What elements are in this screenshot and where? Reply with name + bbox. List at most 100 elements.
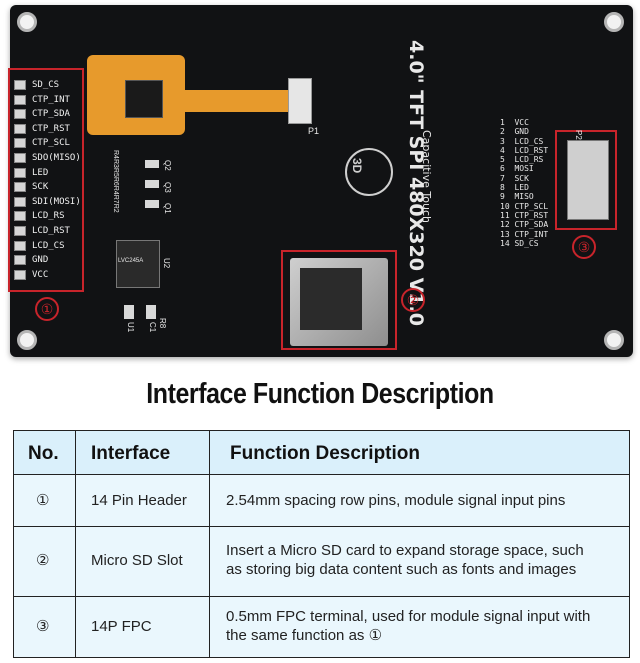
header-pin — [14, 255, 26, 266]
header-pin — [14, 196, 26, 207]
row-no: ③ — [36, 617, 50, 635]
u1-regulator — [124, 305, 134, 319]
pin-header-highlight — [8, 68, 84, 292]
q1-label: Q1 — [163, 203, 172, 214]
p1-connector — [288, 78, 312, 124]
row-description-line1: 0.5mm FPC terminal, used for module sign… — [226, 608, 591, 625]
mounting-hole-bottom-left — [17, 330, 37, 350]
transistor-q1 — [145, 200, 159, 208]
mounting-hole-bottom-right — [604, 330, 624, 350]
row-interface: 14 Pin Header — [91, 492, 187, 509]
callout-1: ① — [35, 297, 59, 321]
header-pin — [14, 269, 26, 280]
row-description-line2: as storing big data content such as font… — [226, 561, 577, 578]
fpc-pin-label: 7 SCK — [500, 173, 529, 183]
brand-logo — [345, 148, 393, 196]
fpc-pin-label: 14 SD_CS — [500, 238, 539, 248]
table-row: ② Micro SD Slot Insert a Micro SD card t… — [13, 527, 630, 597]
brand-logo-text: 3D — [350, 158, 364, 174]
header-interface: Interface — [91, 443, 171, 464]
board-title: 4.0" TFT SPI 480X320 V1.0 — [405, 40, 427, 326]
fpc-pin-label: 11 CTP_RST — [500, 210, 549, 220]
fpc-pin-label: 13 CTP_INT — [500, 229, 549, 239]
header-no: No. — [28, 443, 59, 464]
sd-slot-highlight — [281, 250, 397, 350]
header-pin-label: LED — [32, 167, 49, 178]
q3-label: Q3 — [163, 182, 172, 193]
header-pin-label: SDI(MOSI) — [32, 196, 81, 207]
header-pin-label: CTP_RST — [32, 123, 70, 134]
row-description-line1: Insert a Micro SD card to expand storage… — [226, 542, 584, 559]
touch-controller-chip — [125, 80, 163, 118]
mounting-hole-top-right — [604, 12, 624, 32]
u2-label: U2 — [162, 258, 171, 269]
fpc-pin-label: 8 LED — [500, 183, 529, 193]
callout-2: ② — [401, 288, 425, 312]
fpc-pin-label: 12 CTP_SDA — [500, 220, 549, 230]
touch-flex-tail — [180, 90, 288, 112]
header-pin-label: LCD_RST — [32, 226, 70, 236]
interface-table: No. Interface Function Description ① 14 … — [13, 430, 630, 658]
fpc-pin-label: 5 LCD_RS — [500, 155, 544, 165]
c1-label: C1 — [148, 322, 157, 333]
u2-buffer-chip — [116, 240, 160, 288]
row-description-line2: the same function as ① — [226, 627, 383, 644]
row-interface: Micro SD Slot — [91, 552, 183, 569]
capacitor-c1 — [146, 305, 156, 319]
p2-label: P2 — [574, 130, 583, 140]
fpc-connector — [567, 140, 609, 220]
resistor-labels: R4R3R5R6R4R7R2 — [112, 150, 119, 213]
header-function: Function Description — [230, 443, 420, 464]
header-pin — [14, 153, 26, 163]
header-pin-label: CTP_INT — [32, 94, 70, 105]
row-description: 2.54mm spacing row pins, module signal i… — [226, 492, 566, 509]
column-divider — [209, 430, 210, 658]
header-pin — [14, 226, 26, 236]
fpc-pin-label: 1 VCC — [500, 118, 529, 127]
header-pin — [14, 80, 26, 90]
p1-label: P1 — [308, 126, 320, 136]
header-pin-label: CTP_SDA — [32, 109, 70, 120]
q2-label: Q2 — [163, 160, 172, 171]
transistor-q2 — [145, 160, 159, 168]
board-subtitle: Capacitive Touch — [420, 130, 433, 223]
row-no: ② — [36, 551, 50, 569]
chip-marking: LVC245A — [118, 258, 144, 264]
callout-3: ③ — [572, 235, 596, 259]
mounting-hole-top-left — [17, 12, 37, 32]
fpc-pin-label: 9 MISO — [500, 192, 534, 202]
column-divider — [75, 430, 76, 658]
fpc-pin-label: 3 LCD_CS — [500, 136, 544, 146]
header-pin-label: LCD_RS — [32, 211, 65, 222]
table-row: ① 14 Pin Header 2.54mm spacing row pins,… — [13, 475, 630, 527]
header-pin — [14, 211, 26, 222]
fpc-pin-label: 6 MOSI — [500, 164, 534, 174]
row-no: ① — [36, 491, 50, 509]
header-pin — [14, 94, 26, 105]
header-pin-label: SD_CS — [32, 80, 60, 90]
header-pin — [14, 167, 26, 178]
header-pin — [14, 182, 26, 193]
header-pin-label: LCD_CS — [32, 240, 65, 251]
r8-label: R8 — [158, 318, 167, 329]
header-pin-label: SDO(MISO) — [32, 153, 81, 163]
table-header: No. Interface Function Description — [13, 430, 630, 475]
fpc-connector-highlight — [555, 130, 617, 230]
table-row: ③ 14P FPC 0.5mm FPC terminal, used for m… — [13, 597, 630, 658]
section-heading: Interface Function Description — [146, 378, 494, 410]
fpc-pin-label: 10 CTP_SCL — [500, 201, 549, 211]
header-pin — [14, 240, 26, 251]
fpc-pin-label: 4 LCD_RST — [500, 145, 549, 155]
u1-label: U1 — [126, 322, 135, 333]
header-pin-label: SCK — [32, 182, 49, 193]
micro-sd-slot-opening — [300, 268, 362, 330]
row-interface: 14P FPC — [91, 618, 152, 635]
header-pin-label: VCC — [32, 269, 49, 280]
fpc-pin-label: 2 GND — [500, 127, 529, 137]
header-pin — [14, 138, 26, 149]
header-pin-label: GND — [32, 255, 49, 266]
header-pin — [14, 109, 26, 120]
transistor-q3 — [145, 180, 159, 188]
header-pin-label: CTP_SCL — [32, 138, 70, 149]
